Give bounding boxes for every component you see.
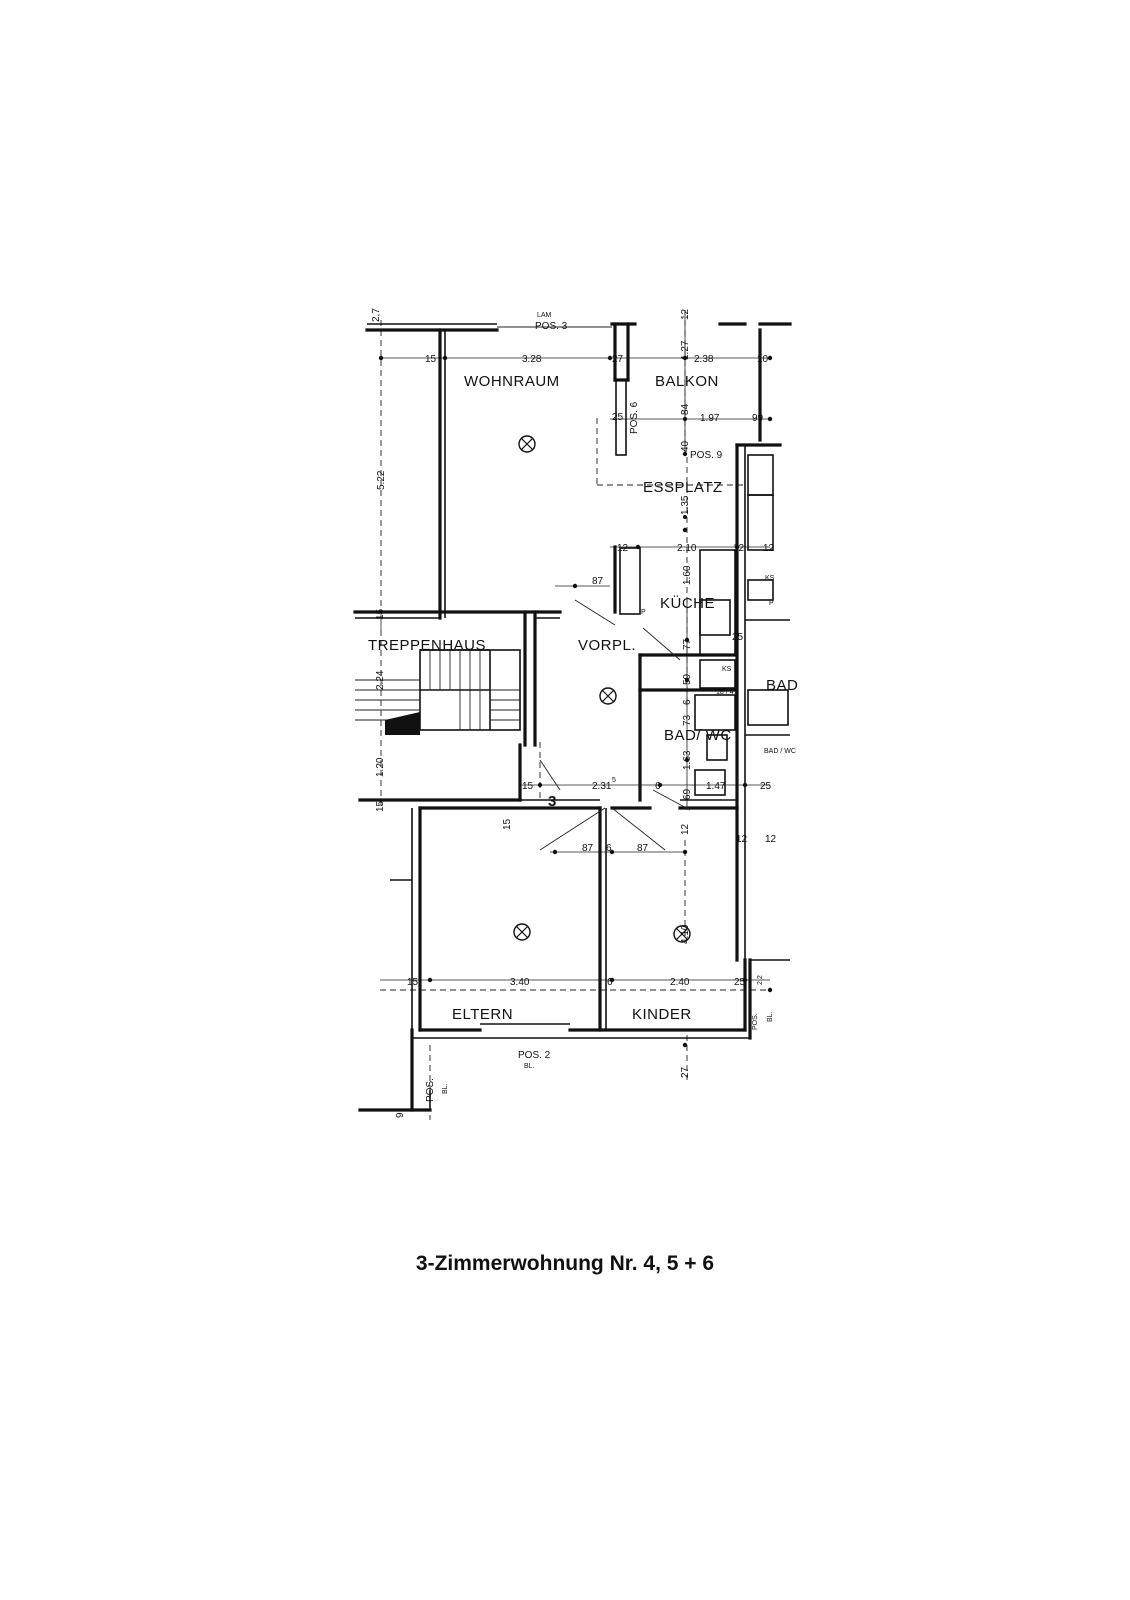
ceiling-light-icon: [518, 435, 536, 453]
dimension-label: 10: [757, 354, 769, 365]
room-label-balkon: BALKON: [655, 373, 719, 390]
dimension-label: POS. 2: [518, 1050, 551, 1061]
dimension-label: 15: [425, 354, 437, 365]
dimension-label: 84: [680, 403, 691, 415]
ceiling-light-icon: [673, 925, 691, 943]
dimension-label: 2.24: [375, 670, 386, 690]
dimension-label: BL.: [524, 1063, 535, 1070]
dimension-label: 5.22: [376, 470, 387, 490]
dimension-label: 1.20: [375, 757, 386, 777]
dimension-label: 1.47: [706, 781, 726, 792]
dimension-label: 99: [752, 413, 764, 424]
dimension-label: 73: [682, 714, 693, 726]
room-label-treppenhaus: TREPPENHAUS: [368, 637, 486, 654]
dimension-label: 15: [407, 977, 419, 988]
ceiling-light-icon: [599, 687, 617, 705]
dimension-label: P: [641, 609, 646, 616]
dimension-label: 1.27: [680, 340, 691, 360]
ceiling-light-icon: [513, 923, 531, 941]
dimension-label: 15: [522, 781, 534, 792]
dimension-label: KS: [765, 575, 775, 582]
dimension-label: 18 / 47: [716, 689, 738, 696]
dimension-label: 12: [680, 823, 691, 835]
dimension-label: 27: [680, 1066, 691, 1078]
staircase: [355, 649, 521, 735]
ceiling-lights: [513, 435, 691, 943]
dimension-label: 25: [612, 412, 624, 423]
dimension-label: 12: [617, 543, 629, 554]
dimension-label: 2,7: [371, 308, 382, 322]
dimension-label: 77: [682, 638, 693, 650]
dimension-label: 40: [680, 440, 691, 452]
dimension-label: 1.63: [682, 750, 693, 770]
dimension-label: 25: [732, 632, 744, 643]
dimension-label: 3: [548, 793, 556, 810]
dimension-label: 2.40: [670, 977, 690, 988]
dimension-labels: 2,7 LAM POS. 3 12 15 3.28 27 1.27 2.38 1…: [371, 308, 777, 1118]
dimension-label: 6: [607, 977, 613, 988]
dimension-label: 2.38: [694, 354, 714, 365]
dimension-label: 3.28: [522, 354, 542, 365]
dimension-label: 87: [637, 843, 649, 854]
dimension-label: 25: [760, 781, 772, 792]
dimension-label: 59: [682, 673, 693, 685]
room-labels: WOHNRAUM BALKON ESSPLATZ KÜCHE TREPPENHA…: [368, 373, 798, 1023]
dimension-label: 27: [612, 354, 624, 365]
dimension-label: 12: [680, 308, 691, 320]
dimension-label: 6: [606, 843, 612, 854]
room-label-bad-wc-small: BAD / WC: [764, 748, 796, 755]
door-swings: [539, 599, 691, 851]
dimension-label: 12: [733, 543, 745, 554]
dimension-label: 6: [655, 781, 661, 792]
dimension-label: 4.10: [680, 924, 691, 944]
dimension-label: POS.: [425, 1078, 436, 1102]
dimension-label: 12: [736, 834, 748, 845]
dimension-label: P: [769, 600, 774, 607]
room-label-bad-wc: BAD/ WC: [664, 727, 732, 744]
dimension-label: BL.: [767, 1011, 774, 1022]
dimension-label: BL.: [442, 1083, 449, 1094]
dimension-label: 87: [592, 576, 604, 587]
room-label-eltern: ELTERN: [452, 1006, 513, 1023]
dimension-lines: [378, 318, 773, 1048]
walls: [353, 322, 792, 1112]
dimension-label: 25: [734, 977, 746, 988]
dimension-label: 5: [612, 777, 616, 784]
room-label-wohnraum: WOHNRAUM: [464, 373, 560, 390]
dimension-label: 3.40: [510, 977, 530, 988]
room-label-vorpl: VORPL.: [578, 637, 636, 654]
ceiling-light-icon: [683, 515, 687, 519]
dimension-label: 9: [395, 1112, 406, 1118]
dimension-label: POS. 9: [690, 450, 723, 461]
room-label-essplatz: ESSPLATZ: [643, 479, 723, 496]
dimension-label: POS. 6: [629, 401, 640, 434]
dimension-label: 2.10: [677, 543, 697, 554]
dimension-label: 12: [765, 834, 777, 845]
dimension-label: 12: [763, 543, 775, 554]
dimension-label: 1.35: [680, 495, 691, 515]
dimension-label: 2.2: [757, 975, 764, 985]
dimension-label: KS: [722, 666, 732, 673]
plan-title: 3-Zimmerwohnung Nr. 4, 5 + 6: [415, 1252, 715, 1275]
room-label-kueche: KÜCHE: [660, 594, 715, 612]
dimension-label: 1.97: [700, 413, 720, 424]
dimension-label: POS.: [752, 1013, 759, 1030]
dimension-label: 6: [682, 699, 693, 705]
dimension-label: POS. 3: [535, 321, 568, 332]
dimension-label: 87: [582, 843, 594, 854]
dimension-label: 15: [375, 608, 386, 620]
dimension-label: LAM: [537, 312, 552, 319]
dimension-label: 15: [502, 818, 513, 830]
room-label-bad: BAD: [766, 677, 798, 694]
dimension-label: 69: [682, 788, 693, 800]
dimension-label: 1.60: [682, 565, 693, 585]
dimension-label: 15: [375, 800, 386, 812]
room-label-kinder: KINDER: [632, 1006, 692, 1023]
dimension-label: 2.31: [592, 781, 612, 792]
